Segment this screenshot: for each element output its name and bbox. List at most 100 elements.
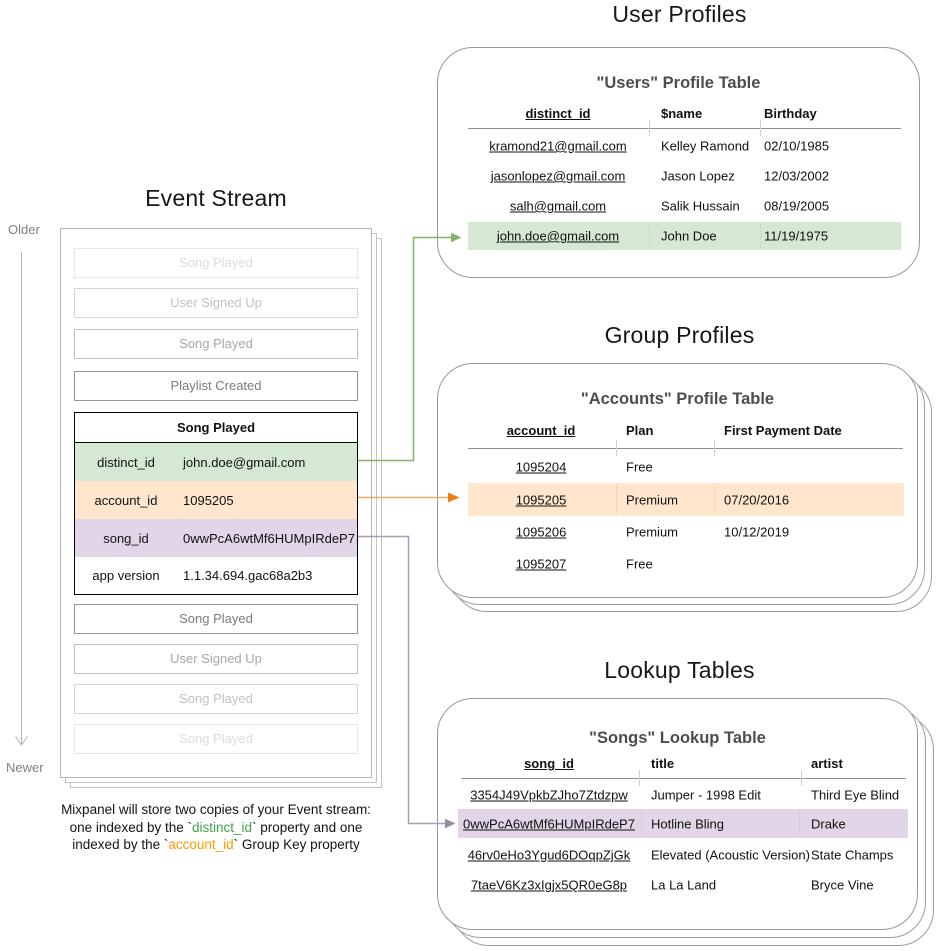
- event-property-distinct-id: distinct_id john.doe@gmail.com: [75, 443, 357, 481]
- accounts-table-header: account_id Plan First Payment Date: [438, 423, 917, 441]
- cell-title: Hotline Bling: [651, 816, 724, 831]
- column-separator: [649, 120, 650, 136]
- table-row-highlighted-purple: 0wwPcA6wtMf6HUMpIRdeP7 Hotline Bling Dra…: [458, 809, 908, 838]
- cell-name: John Doe: [661, 228, 717, 244]
- event-item: Playlist Created: [74, 371, 358, 401]
- table-row: 7taeV6Kz3xIgjx5QR0eG8p La La Land Bryce …: [458, 871, 908, 899]
- cell-account-id: 1095205: [515, 492, 567, 507]
- accounts-table-title: "Accounts" Profile Table: [580, 390, 775, 408]
- column-separator: [799, 811, 800, 836]
- column-first-payment-date: First Payment Date: [724, 423, 842, 438]
- caption-line3: indexed by the `: [72, 837, 169, 852]
- lookup-tables-title: Lookup Tables: [604, 657, 755, 683]
- column-separator: [714, 485, 715, 514]
- timeline-older-label: Older: [8, 222, 40, 237]
- table-row: salh@gmail.com Salik Hussain 08/19/2005: [468, 191, 901, 221]
- property-value: 1.1.34.694.gac68a2b3: [183, 568, 313, 583]
- column-separator: [801, 770, 802, 786]
- event-property-song-id: song_id 0wwPcA6wtMf6HUMpIRdeP7: [75, 519, 357, 557]
- table-row: 46rv0eHo3Ygud6DOqpZjGk Elevated (Acousti…: [458, 841, 908, 869]
- cell-name: Jason Lopez: [661, 168, 735, 184]
- caption-line2: one indexed by the `: [69, 819, 192, 835]
- cell-plan: Free: [626, 459, 653, 475]
- event-property-account-id: account_id 1095205: [75, 481, 357, 519]
- property-value: 0wwPcA6wtMf6HUMpIRdeP7: [183, 530, 355, 546]
- cell-song-id: 7taeV6Kz3xIgjx5QR0eG8p: [470, 877, 628, 893]
- group-profiles-title: Group Profiles: [604, 322, 755, 348]
- cell-artist: Bryce Vine: [811, 877, 874, 893]
- column-separator: [649, 224, 650, 248]
- event-item: User Signed Up: [74, 644, 358, 674]
- caption-line1: Mixpanel will store two copies of your E…: [61, 802, 371, 817]
- event-item: Song Played: [74, 724, 358, 754]
- expanded-event-card: Song Played distinct_id john.doe@gmail.c…: [74, 412, 358, 595]
- column-separator: [639, 770, 640, 786]
- cell-title: Elevated (Acoustic Version): [651, 847, 810, 863]
- column-separator: [616, 440, 617, 456]
- event-item: Song Played: [74, 684, 358, 714]
- cell-artist: Drake: [811, 816, 846, 831]
- expanded-event-title: Song Played: [75, 413, 357, 443]
- cell-artist: Third Eye Blind: [811, 787, 900, 803]
- column-birthday: Birthday: [764, 106, 817, 121]
- event-stream-card: Song Played User Signed Up Song Played P…: [60, 228, 372, 778]
- column-account-id: account_id: [506, 423, 576, 438]
- mixpanel-caption: Mixpanel will store two copies of your E…: [10, 801, 422, 854]
- songs-table-header: song_id title artist: [438, 756, 917, 774]
- column-song-id: song_id: [524, 756, 574, 771]
- column-separator: [714, 440, 715, 456]
- table-row: jasonlopez@gmail.com Jason Lopez 12/03/2…: [468, 161, 901, 191]
- cell-distinct-id: salh@gmail.com: [509, 198, 607, 214]
- cell-birthday: 11/19/1975: [764, 228, 829, 244]
- property-value: john.doe@gmail.com: [183, 454, 306, 470]
- cell-first-payment-date: 10/12/2019: [724, 524, 790, 540]
- caption-line3-post: ` Group Key property: [233, 837, 360, 852]
- column-separator: [760, 224, 761, 248]
- table-row-highlighted-orange: 1095205 Premium 07/20/2016: [468, 483, 904, 516]
- cell-artist: State Champs: [811, 847, 894, 863]
- songs-table-title: "Songs" Lookup Table: [589, 729, 766, 747]
- cell-account-id: 1095207: [515, 556, 567, 572]
- caption-account-id: account_id: [168, 837, 234, 852]
- cell-song-id: 46rv0eHo3Ygud6DOqpZjGk: [467, 847, 631, 863]
- table-row: 3354J49VpkbZJho7Ztdzpw Jumper - 1998 Edi…: [458, 781, 908, 809]
- column-separator: [641, 811, 642, 836]
- column-distinct-id: distinct_id: [525, 106, 591, 121]
- table-row: 1095207 Free: [468, 548, 904, 580]
- table-row: 1095206 Premium 10/12/2019: [468, 516, 904, 548]
- header-divider: [468, 448, 903, 449]
- property-name: account_id: [94, 492, 158, 508]
- caption-line2-post: ` property and one: [252, 819, 363, 835]
- cell-birthday: 02/10/1985: [764, 138, 830, 154]
- property-name: app version: [92, 568, 160, 583]
- timeline-newer-label: Newer: [6, 760, 44, 775]
- property-value: 1095205: [183, 492, 234, 508]
- cell-title: La La Land: [651, 877, 717, 893]
- cell-first-payment-date: 07/20/2016: [724, 492, 790, 507]
- property-name: distinct_id: [97, 454, 155, 470]
- column-artist: artist: [811, 756, 843, 771]
- cell-birthday: 12/03/2002: [764, 168, 830, 184]
- cell-title: Jumper - 1998 Edit: [651, 787, 761, 803]
- timeline-arrow: [15, 252, 28, 746]
- column-title: title: [651, 756, 675, 771]
- header-divider: [468, 128, 901, 129]
- users-profile-card: "Users" Profile Table distinct_id $name …: [437, 47, 920, 278]
- users-table-header: distinct_id $name Birthday: [438, 106, 919, 124]
- event-item: Song Played: [74, 329, 358, 359]
- column-separator: [760, 120, 761, 136]
- users-table-title: "Users" Profile Table: [596, 74, 761, 92]
- user-profiles-title: User Profiles: [612, 1, 747, 27]
- accounts-profile-card: "Accounts" Profile Table account_id Plan…: [437, 363, 918, 598]
- cell-account-id: 1095206: [515, 524, 567, 540]
- column-separator: [616, 485, 617, 514]
- event-item: Song Played: [74, 248, 358, 278]
- table-row: 1095204 Free: [468, 451, 904, 483]
- cell-distinct-id: john.doe@gmail.com: [496, 228, 620, 244]
- event-item: Song Played: [74, 604, 358, 634]
- cell-plan: Premium: [626, 492, 679, 507]
- event-property-app-version: app version 1.1.34.694.gac68a2b3: [75, 557, 357, 594]
- column-plan: Plan: [626, 423, 654, 438]
- header-divider: [461, 778, 906, 779]
- event-item: User Signed Up: [74, 288, 358, 318]
